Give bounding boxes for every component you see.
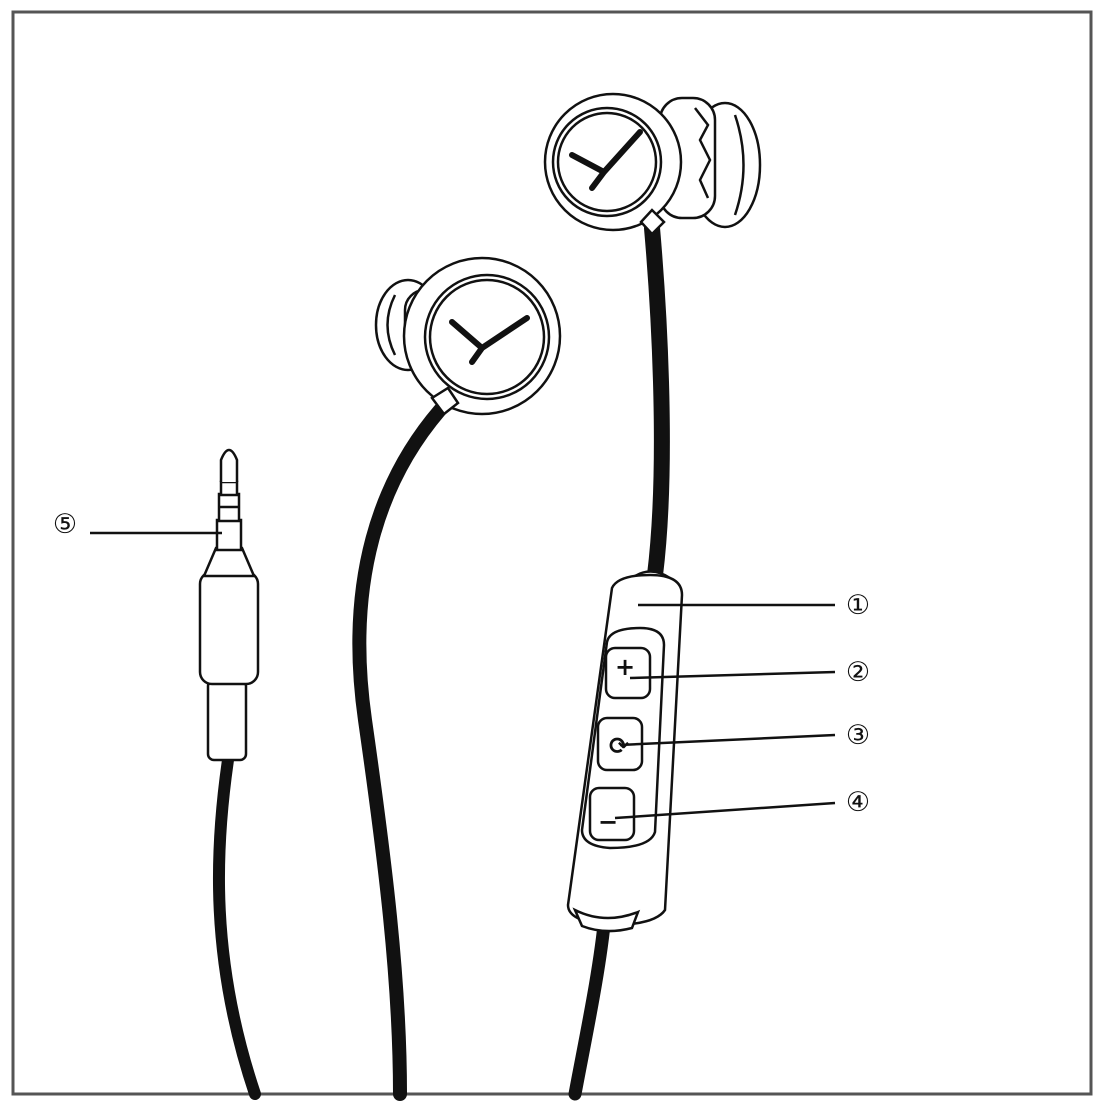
remote-button-panel: [580, 626, 666, 850]
left-earbud-stem: [430, 386, 460, 416]
lower-cable: [568, 908, 612, 1101]
remote-bottom-cap: [572, 907, 641, 933]
volume-up-button[interactable]: [604, 646, 652, 700]
leader-line-2: [629, 670, 836, 680]
jack-plug-sleeve: [215, 518, 243, 552]
jack-collar: [202, 546, 256, 578]
leader-line-3: [619, 733, 836, 747]
jack-cable: [212, 754, 261, 1100]
volume-down-button[interactable]: [588, 786, 636, 842]
right-earbud-cable: [644, 220, 670, 583]
frame-border: [11, 10, 1093, 1096]
leader-line-4: [614, 801, 836, 820]
right-earbud-stem: [639, 208, 666, 236]
right-earbud: [543, 92, 762, 236]
callout-5: ⑤: [53, 509, 77, 540]
callout-2: ②: [846, 657, 870, 688]
left-earbud-cable: [352, 403, 447, 1101]
jack-plug-tip: [219, 448, 239, 482]
cables: [212, 220, 670, 1101]
left-earbud-logo: [449, 315, 530, 365]
callout-1: ①: [846, 590, 870, 621]
volume-up-symbol: +: [615, 653, 635, 681]
jack-housing: [198, 570, 260, 686]
jack-strain-relief: [206, 678, 248, 762]
audio-jack: [198, 448, 260, 762]
callout-4: ④: [846, 787, 870, 818]
left-earbud: [374, 256, 562, 416]
volume-down-symbol: −: [598, 808, 618, 836]
right-earbud-logo: [569, 129, 643, 191]
leader-lines: [90, 531, 836, 820]
callout-3: ③: [846, 720, 870, 751]
multifunction-symbol: ⟳: [609, 732, 629, 760]
